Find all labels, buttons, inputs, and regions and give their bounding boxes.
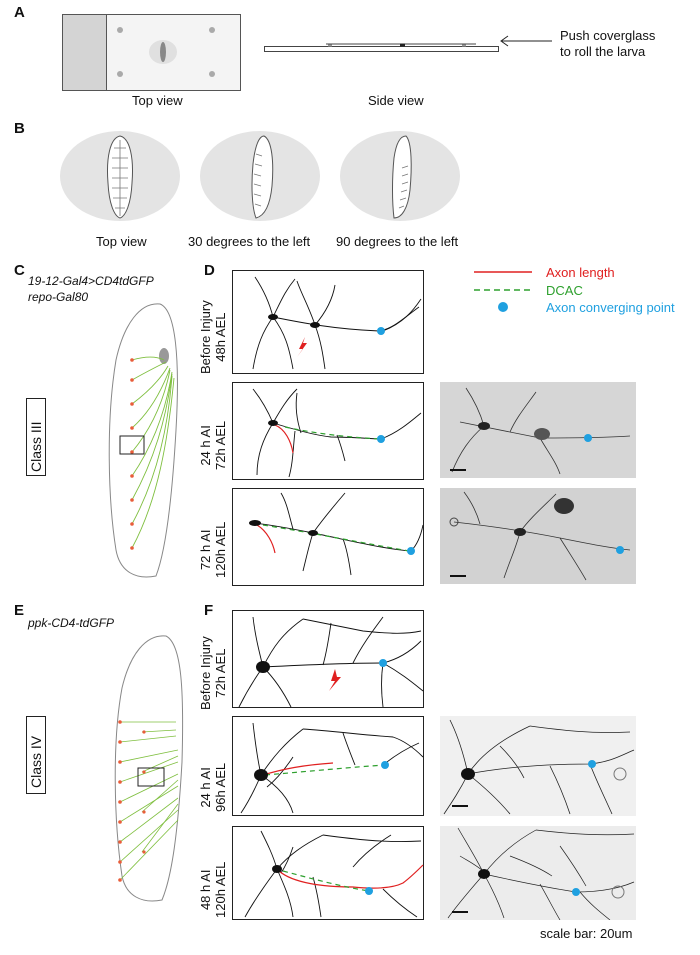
genotype-c-line1: 19-12-Gal4>CD4tdGFP <box>28 274 154 288</box>
d-row2-micrograph <box>440 382 636 478</box>
scale-bar-label: scale bar: 20um <box>540 926 633 941</box>
view-label-top: Top view <box>96 234 147 249</box>
d-row2-tracing <box>232 382 424 480</box>
class-iii-larva-drawing <box>108 303 178 578</box>
class-iv-box <box>26 716 46 794</box>
slide-top-view-drawing <box>62 14 241 91</box>
f-row1-tracing <box>232 610 424 708</box>
panel-letter-f: F <box>204 602 214 619</box>
legend-axon-length: Axon length <box>546 265 615 280</box>
genotype-e: ppk-CD4-tdGFP <box>28 616 115 630</box>
d-row3-micrograph <box>440 488 636 584</box>
d-row3-tracing <box>232 488 424 586</box>
push-label-line2: to roll the larva <box>560 44 646 59</box>
legend-dcac: DCAC <box>546 283 583 298</box>
view-label-30deg: 30 degrees to the left <box>188 234 311 249</box>
f-row2-tracing <box>232 716 424 816</box>
f-row3-tracing <box>232 826 424 920</box>
class-iii-box <box>26 398 46 476</box>
f-row3-micrograph <box>440 826 636 920</box>
genotype-c-line2: repo-Gal80 <box>28 290 89 304</box>
panel-letter-d: D <box>204 262 215 279</box>
panel-letter-a: A <box>14 4 25 21</box>
top-view-label-a: Top view <box>132 93 183 108</box>
d-row1-tracing <box>232 270 424 374</box>
larva-orientation-drawings <box>60 131 460 221</box>
panel-letter-b: B <box>14 120 25 137</box>
legend-converging-point: Axon converging point <box>546 300 675 315</box>
side-view-label-a: Side view <box>368 93 424 108</box>
legend-axon-length-swatch <box>474 271 532 273</box>
legend-dcac-swatch <box>474 289 532 291</box>
class-iv-label: Class IV <box>28 735 44 788</box>
class-iii-label: Class III <box>28 421 44 472</box>
class-iv-larva-drawing <box>114 635 184 902</box>
legend-point-icon <box>498 302 508 312</box>
f-row2-micrograph <box>440 716 636 816</box>
push-label-line1: Push coverglass <box>560 28 656 43</box>
panel-letter-c: C <box>14 262 25 279</box>
slide-side-view-drawing <box>264 43 499 52</box>
panel-letter-e: E <box>14 602 25 619</box>
arrow-icon <box>500 35 552 47</box>
view-label-90deg: 90 degrees to the left <box>336 234 459 249</box>
